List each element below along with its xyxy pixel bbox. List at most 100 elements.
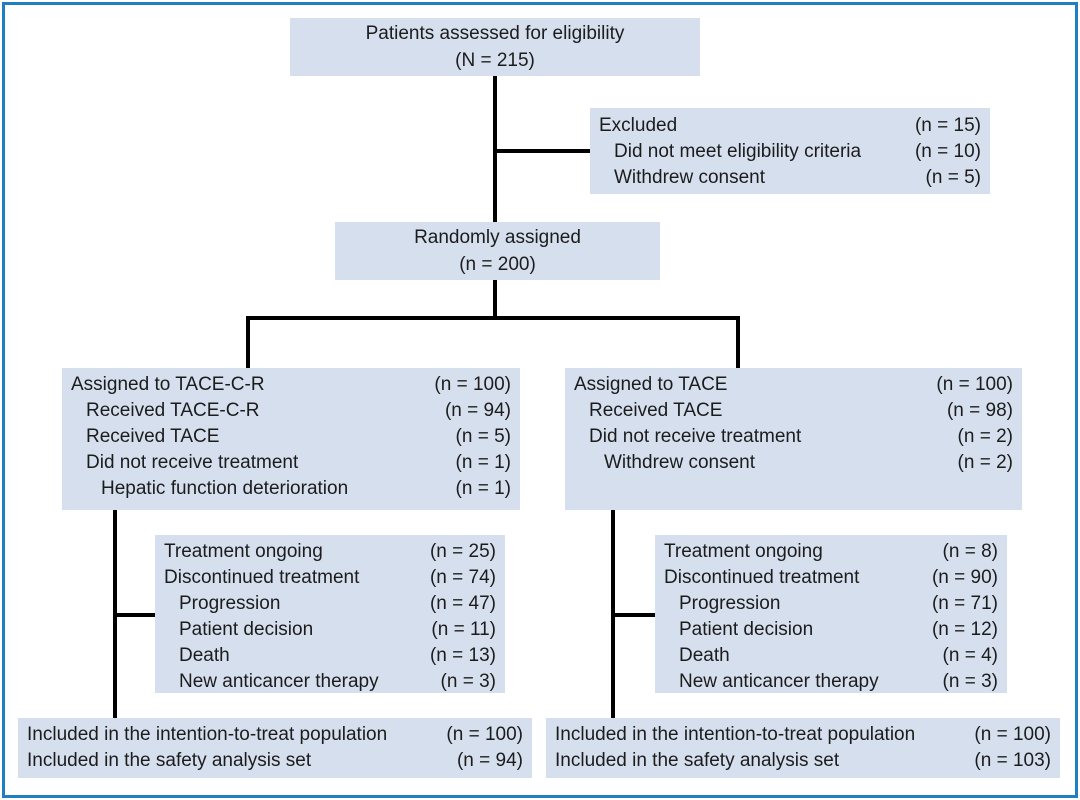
assessed-line1: Patients assessed for eligibility bbox=[365, 23, 625, 44]
row-label: Patient decision bbox=[179, 619, 314, 640]
itt-tacecr-box: Included in the intention-to-treat popul… bbox=[18, 718, 532, 778]
row-label: Received TACE bbox=[589, 400, 723, 421]
row-label: Excluded bbox=[599, 115, 678, 136]
flow-row: Patient decision (n = 12) bbox=[664, 617, 998, 643]
flow-row: Assigned to TACE-C-R (n = 100) bbox=[71, 372, 511, 398]
flow-row: Death (n = 13) bbox=[164, 643, 496, 669]
itt-tace-box: Included in the intention-to-treat popul… bbox=[546, 718, 1060, 778]
row-label: Did not receive treatment bbox=[589, 426, 802, 447]
row-value: (n = 12) bbox=[931, 619, 998, 640]
flow-row: Withdrew consent(n = 5) bbox=[599, 165, 981, 191]
row-value: (n = 8) bbox=[942, 541, 998, 562]
row-value: (n = 2) bbox=[957, 426, 1013, 447]
row-value: (n = 3) bbox=[942, 671, 998, 692]
flow-row: Discontinued treatment (n = 74) bbox=[164, 565, 496, 591]
flow-row: Included in the intention-to-treat popul… bbox=[27, 722, 523, 748]
row-label: Death bbox=[179, 645, 230, 666]
flow-row: Progression (n = 71) bbox=[664, 591, 998, 617]
connector-to-arm-tace bbox=[736, 316, 740, 368]
flow-row: Included in the safety analysis set (n = … bbox=[27, 748, 523, 774]
flow-row: Progression (n = 47) bbox=[164, 591, 496, 617]
randomized-box: Randomly assigned (n = 200) bbox=[335, 222, 660, 280]
flow-row: Included in the safety analysis set (n = … bbox=[555, 748, 1051, 774]
row-label: Withdrew consent bbox=[604, 452, 756, 473]
arm-tacecr-box: Assigned to TACE-C-R (n = 100) Received TA… bbox=[62, 368, 520, 510]
row-value: (n = 15) bbox=[914, 115, 981, 136]
assessed-count: (N = 215) bbox=[455, 50, 535, 71]
status-tacecr-box: Treatment ongoing (n = 25) Discontinued tr… bbox=[155, 535, 505, 693]
row-value: (n = 98) bbox=[946, 400, 1013, 421]
row-value: (n = 2) bbox=[957, 452, 1013, 473]
connector-randomized-down bbox=[493, 280, 497, 318]
row-label: Included in the safety analysis set bbox=[27, 750, 312, 771]
row-value: (n = 100) bbox=[446, 724, 523, 745]
assessed-box: Patients assessed for eligibility (N = 2… bbox=[290, 18, 700, 76]
flow-row: Treatment ongoing (n = 25) bbox=[164, 539, 496, 565]
row-value: (n = 1) bbox=[455, 452, 511, 473]
connector-to-status-tacecr bbox=[113, 613, 157, 617]
row-value: (n = 94) bbox=[444, 400, 511, 421]
row-label: Did not meet eligibility criteria bbox=[614, 141, 862, 162]
row-value: (n = 47) bbox=[429, 593, 496, 614]
flow-row: Did not receive treatment (n = 1) bbox=[71, 450, 511, 476]
flow-row: Received TACE (n = 5) bbox=[71, 424, 511, 450]
row-label: Treatment ongoing bbox=[664, 541, 823, 562]
row-label: New anticancer therapy bbox=[179, 671, 379, 692]
flow-row: Treatment ongoing (n = 8) bbox=[664, 539, 998, 565]
status-tace-box: Treatment ongoing (n = 8) Discontinued tre… bbox=[655, 535, 1007, 693]
row-value: (n = 90) bbox=[931, 567, 998, 588]
row-value: (n = 74) bbox=[429, 567, 496, 588]
row-label: Included in the safety analysis set bbox=[555, 750, 840, 771]
flow-row: Received TACE (n = 98) bbox=[574, 398, 1013, 424]
flow-row: Death (n = 4) bbox=[664, 643, 998, 669]
row-label: Patient decision bbox=[679, 619, 814, 640]
arm-tace-box: Assigned to TACE (n = 100) Received TACE (n… bbox=[565, 368, 1022, 510]
flow-row: New anticancer therapy (n = 3) bbox=[664, 669, 998, 695]
row-label: Received TACE bbox=[86, 426, 220, 447]
flow-row: New anticancer therapy(n = 3) bbox=[164, 669, 496, 695]
randomized-line1: Randomly assigned bbox=[414, 227, 581, 248]
row-label: Assigned to TACE bbox=[574, 374, 728, 395]
row-label: Included in the intention-to-treat popul… bbox=[555, 724, 916, 745]
row-value: (n = 13) bbox=[429, 645, 496, 666]
row-label: Treatment ongoing bbox=[164, 541, 323, 562]
randomized-count: (n = 200) bbox=[459, 254, 536, 275]
row-value: (n = 4) bbox=[942, 645, 998, 666]
flow-row: Hepatic function deterioration (n = 1) bbox=[71, 476, 511, 502]
row-label: Progression bbox=[179, 593, 281, 614]
flow-row: Patient decision (n = 11) bbox=[164, 617, 496, 643]
flow-row: Excluded (n = 15) bbox=[599, 113, 981, 139]
row-label: Death bbox=[679, 645, 730, 666]
row-value: (n = 11) bbox=[431, 619, 496, 640]
flow-row: Assigned to TACE (n = 100) bbox=[574, 372, 1013, 398]
row-value: (n = 5) bbox=[455, 426, 511, 447]
connector-to-arm-tacecr bbox=[246, 316, 250, 368]
flow-row: Withdrew consent (n = 2) bbox=[574, 450, 1013, 476]
row-value: (n = 94) bbox=[456, 750, 523, 771]
connector-to-status-tace bbox=[611, 613, 657, 617]
row-value: (n = 100) bbox=[974, 724, 1051, 745]
row-value: (n = 1) bbox=[455, 478, 511, 499]
row-label: Did not receive treatment bbox=[86, 452, 299, 473]
row-value: (n = 100) bbox=[936, 374, 1013, 395]
row-label: Withdrew consent bbox=[614, 167, 766, 188]
flow-row: Did not meet eligibility criteria (n = 10… bbox=[599, 139, 981, 165]
connector-split-horizontal bbox=[246, 316, 740, 320]
row-label: Progression bbox=[679, 593, 781, 614]
row-value: (n = 25) bbox=[429, 541, 496, 562]
row-label: Included in the intention-to-treat popul… bbox=[27, 724, 388, 745]
flow-row: Received TACE-C-R (n = 94) bbox=[71, 398, 511, 424]
row-label: Received TACE-C-R bbox=[86, 400, 260, 421]
row-label: Discontinued treatment bbox=[664, 567, 860, 588]
row-label: Hepatic function deterioration bbox=[101, 478, 349, 499]
row-value: (n = 71) bbox=[931, 593, 998, 614]
row-value: (n = 10) bbox=[914, 141, 981, 162]
row-value: (n = 100) bbox=[434, 374, 511, 395]
row-label: Assigned to TACE-C-R bbox=[71, 374, 265, 395]
flow-row: Discontinued treatment (n = 90) bbox=[664, 565, 998, 591]
row-label: Discontinued treatment bbox=[164, 567, 360, 588]
row-value: (n = 103) bbox=[974, 750, 1051, 771]
row-label: New anticancer therapy bbox=[679, 671, 879, 692]
connector-to-excluded bbox=[493, 149, 590, 153]
